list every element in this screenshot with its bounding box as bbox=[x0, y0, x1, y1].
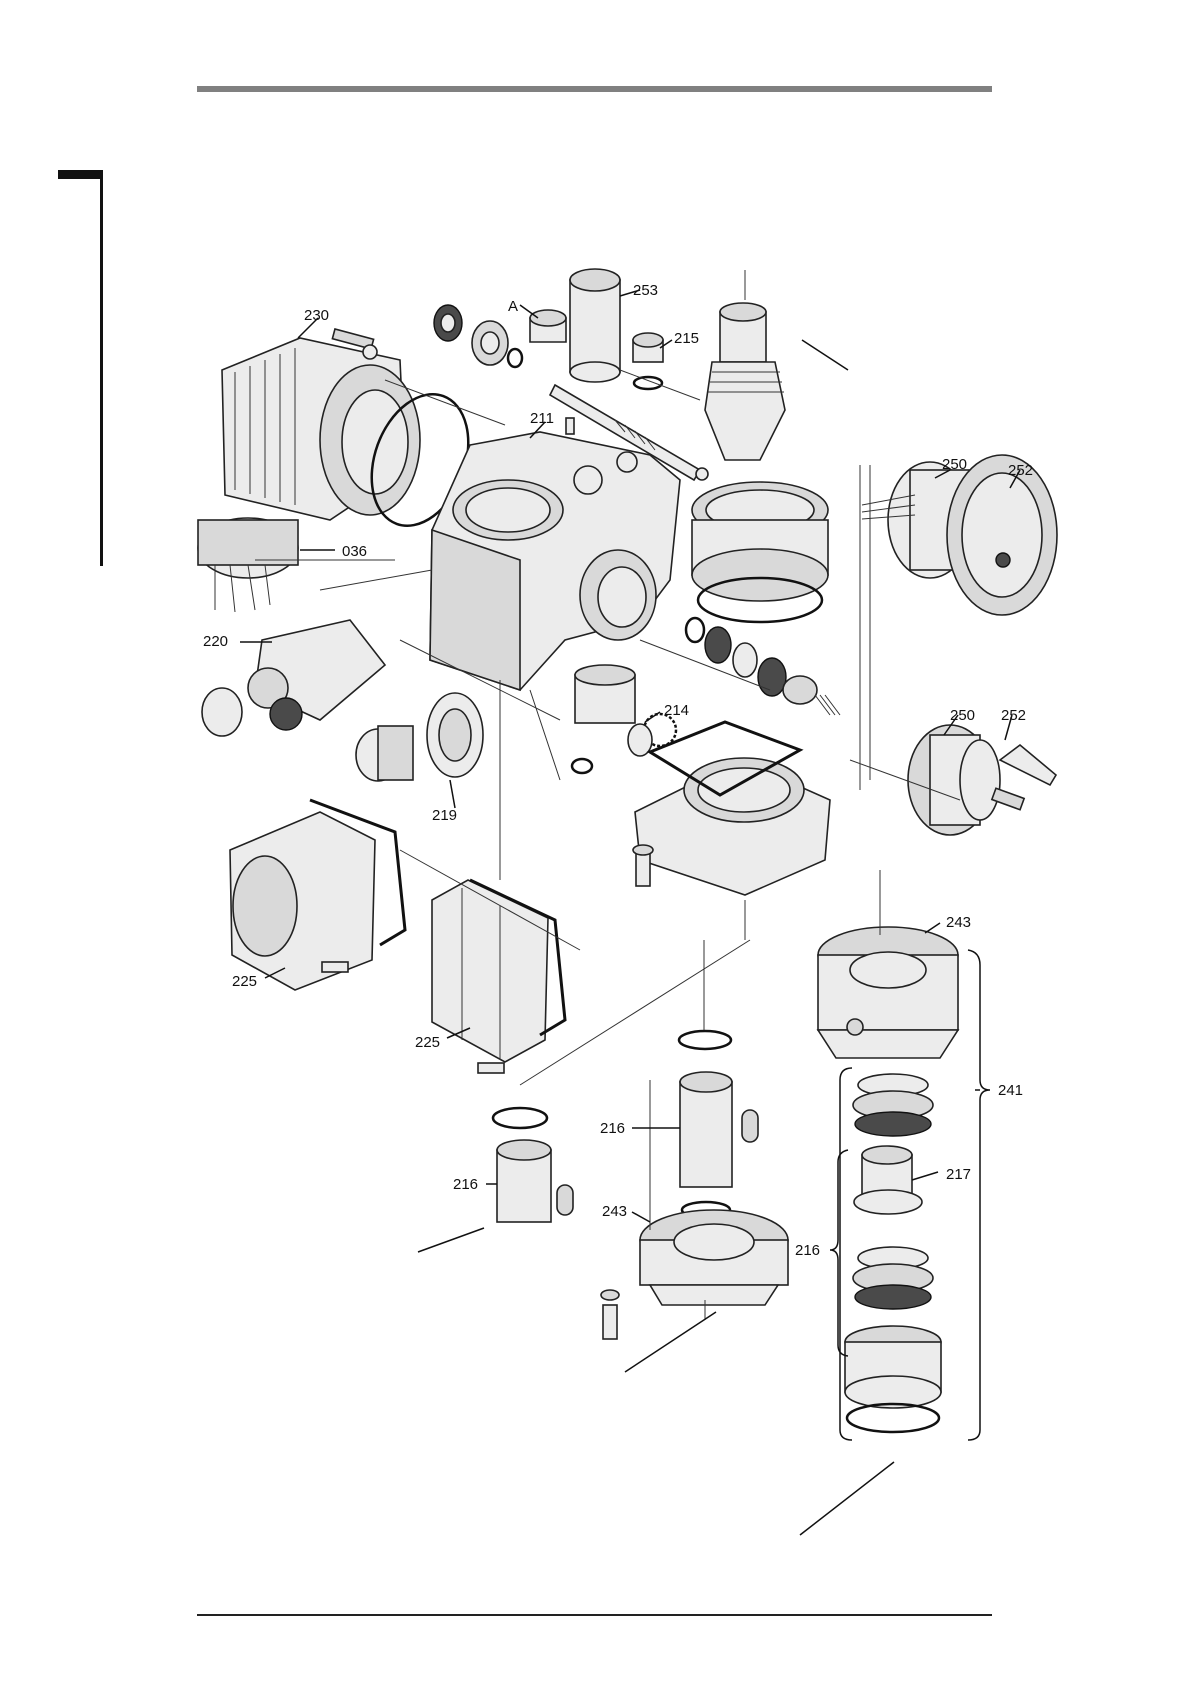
callout-216a: 216 bbox=[600, 1120, 625, 1137]
flange-243-center bbox=[640, 1210, 788, 1305]
callout-211: 211 bbox=[530, 410, 554, 427]
callout-036: 036 bbox=[342, 543, 367, 560]
coupling-216-left bbox=[493, 1108, 573, 1222]
control-unit-036 bbox=[198, 518, 298, 612]
callout-250b: 250 bbox=[950, 707, 975, 724]
bottom-rule bbox=[197, 1614, 992, 1616]
flange-base bbox=[635, 722, 830, 895]
callout-243a: 243 bbox=[946, 914, 971, 931]
callout-214: 214 bbox=[664, 702, 689, 719]
callout-220: 220 bbox=[203, 633, 228, 650]
top-rule bbox=[197, 86, 992, 92]
stem-nut-217 bbox=[854, 1146, 922, 1214]
margin-bar bbox=[100, 170, 103, 566]
gear-housing-211 bbox=[430, 432, 680, 690]
handwheel-unit bbox=[862, 455, 1057, 615]
callout-216c: 216 bbox=[795, 1242, 820, 1259]
bracket-216-lower bbox=[830, 1150, 848, 1356]
callout-241: 241 bbox=[998, 1082, 1023, 1099]
thrust-bearing-lower bbox=[853, 1247, 933, 1309]
sensor-219 bbox=[356, 693, 483, 781]
thrust-base-243 bbox=[818, 927, 958, 1058]
callout-A: A bbox=[508, 298, 518, 315]
callout-230: 230 bbox=[304, 307, 329, 324]
coupling-216-center bbox=[679, 1031, 758, 1218]
cover-225-right bbox=[432, 880, 565, 1062]
callout-252b: 252 bbox=[1001, 707, 1026, 724]
callout-219: 219 bbox=[432, 807, 457, 824]
callout-252a: 252 bbox=[1008, 462, 1033, 479]
flange-bolt bbox=[633, 845, 653, 886]
output-drive-sleeve bbox=[705, 303, 785, 460]
callout-253: 253 bbox=[633, 282, 658, 299]
crank-unit bbox=[908, 725, 1056, 835]
callout-216b: 216 bbox=[453, 1176, 478, 1193]
bearing-stack bbox=[692, 482, 828, 622]
cover-225-left bbox=[230, 800, 405, 990]
margin-tab bbox=[58, 170, 103, 179]
cylinder-253 bbox=[570, 269, 620, 382]
callout-225a: 225 bbox=[232, 973, 257, 990]
callout-250a: 250 bbox=[942, 456, 967, 473]
plug-A bbox=[530, 310, 566, 342]
thrust-bearing-upper bbox=[853, 1074, 933, 1136]
bearing-housing-bottom bbox=[845, 1326, 941, 1432]
flange-bolt-center bbox=[601, 1290, 619, 1339]
motor-assembly-220 bbox=[202, 620, 385, 736]
callout-225b: 225 bbox=[415, 1034, 440, 1051]
callout-243b: 243 bbox=[602, 1203, 627, 1220]
callout-217: 217 bbox=[946, 1166, 971, 1183]
callout-215: 215 bbox=[674, 330, 699, 347]
housing-screw bbox=[566, 418, 574, 434]
